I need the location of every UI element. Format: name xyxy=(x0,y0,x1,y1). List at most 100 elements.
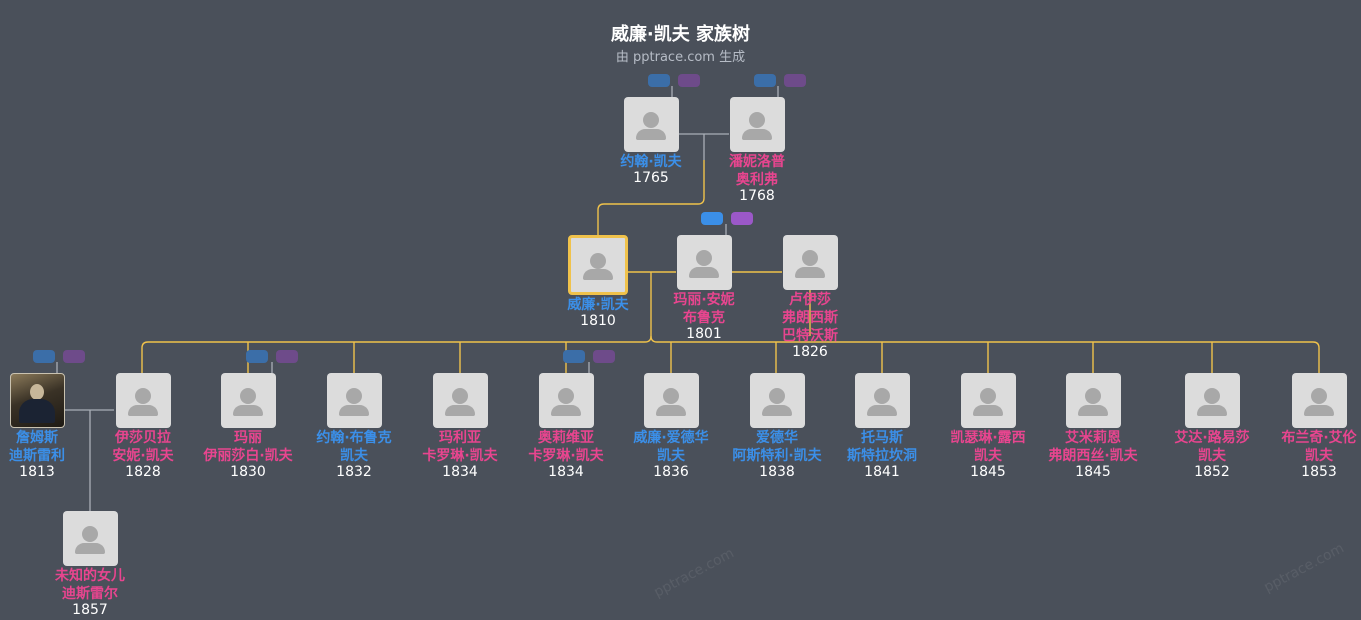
avatar-placeholder-icon[interactable] xyxy=(676,235,732,290)
person-name[interactable]: 奥利弗 xyxy=(736,172,778,188)
person-name[interactable]: 斯特拉坎洞 xyxy=(847,448,917,464)
avatar-placeholder-icon[interactable] xyxy=(623,97,679,152)
expand-mother-toggle[interactable] xyxy=(276,350,298,363)
page-title: 威廉·凯夫 家族树 xyxy=(610,24,751,45)
expand-father-toggle[interactable] xyxy=(648,74,670,87)
person-name[interactable]: 玛利亚 xyxy=(439,430,481,446)
person-name[interactable]: 托马斯 xyxy=(861,430,903,446)
person-name[interactable]: 艾米莉恩 xyxy=(1065,430,1121,446)
person-name[interactable]: 艾达·路易莎 xyxy=(1174,430,1250,446)
person-name[interactable]: 伊丽莎白·凯夫 xyxy=(203,448,293,464)
person-name[interactable]: 弗朗西丝·凯夫 xyxy=(1048,448,1138,464)
person-name[interactable]: 卡罗琳·凯夫 xyxy=(422,448,498,464)
avatar-placeholder-icon[interactable] xyxy=(220,373,276,428)
expand-mother-toggle[interactable] xyxy=(593,350,615,363)
person-name[interactable]: 玛丽·安妮 xyxy=(673,292,735,308)
person-name[interactable]: 阿斯特利·凯夫 xyxy=(732,448,822,464)
person-name[interactable]: 迪斯雷尔 xyxy=(62,586,118,602)
avatar-placeholder-icon[interactable] xyxy=(62,511,118,566)
avatar-placeholder-icon[interactable] xyxy=(115,373,171,428)
expand-father-toggle[interactable] xyxy=(246,350,268,363)
avatar-placeholder-icon[interactable] xyxy=(1291,373,1347,428)
expand-father-toggle[interactable] xyxy=(563,350,585,363)
person-name[interactable]: 凯瑟琳·露西 xyxy=(950,430,1026,446)
person-name[interactable]: 未知的女儿 xyxy=(55,568,125,584)
avatar-placeholder-icon[interactable] xyxy=(538,373,594,428)
birth-year: 1826 xyxy=(792,344,828,360)
birth-year: 1832 xyxy=(336,464,372,480)
expand-mother-toggle[interactable] xyxy=(63,350,85,363)
person-name[interactable]: 布鲁克 xyxy=(683,310,725,326)
person-name[interactable]: 卡罗琳·凯夫 xyxy=(528,448,604,464)
avatar-placeholder-icon[interactable] xyxy=(729,97,785,152)
avatar-placeholder-icon[interactable] xyxy=(643,373,699,428)
avatar-placeholder-icon[interactable] xyxy=(854,373,910,428)
person-name[interactable]: 凯夫 xyxy=(1305,448,1333,464)
expand-mother-toggle[interactable] xyxy=(678,74,700,87)
avatar-placeholder-icon[interactable] xyxy=(432,373,488,428)
person-name[interactable]: 弗朗西斯 xyxy=(782,310,838,326)
expand-father-toggle[interactable] xyxy=(701,212,723,225)
avatar-body xyxy=(233,404,263,416)
person-name[interactable]: 爱德华 xyxy=(756,430,798,446)
expand-mother-toggle[interactable] xyxy=(731,212,753,225)
avatar-placeholder-icon[interactable] xyxy=(1184,373,1240,428)
person-name[interactable]: 詹姆斯 xyxy=(16,430,58,446)
person-name[interactable]: 卢伊莎 xyxy=(789,292,831,308)
avatar-placeholder-icon[interactable] xyxy=(568,235,628,295)
avatar-placeholder-icon[interactable] xyxy=(960,373,1016,428)
person-name[interactable]: 潘妮洛普 xyxy=(729,154,785,170)
person-name[interactable]: 布兰奇·艾伦 xyxy=(1281,430,1357,446)
portrait-photo[interactable] xyxy=(9,373,65,428)
avatar-body xyxy=(636,128,666,140)
person-name[interactable]: 凯夫 xyxy=(657,448,685,464)
expand-father-toggle[interactable] xyxy=(33,350,55,363)
person-name[interactable]: 凯夫 xyxy=(1198,448,1226,464)
person-name[interactable]: 迪斯雷利 xyxy=(9,448,65,464)
avatar-head xyxy=(980,388,996,405)
avatar-placeholder-icon[interactable] xyxy=(326,373,382,428)
person-name[interactable]: 安妮·凯夫 xyxy=(112,448,174,464)
birth-year: 1841 xyxy=(864,464,900,480)
birth-year: 1857 xyxy=(72,602,108,618)
expand-mother-toggle[interactable] xyxy=(784,74,806,87)
person-name[interactable]: 巴特沃斯 xyxy=(782,328,838,344)
person-name[interactable]: 伊莎贝拉 xyxy=(115,430,171,446)
avatar-body xyxy=(75,542,105,554)
person-name[interactable]: 凯夫 xyxy=(974,448,1002,464)
person-name[interactable]: 约翰·布鲁克 xyxy=(316,430,392,446)
person-name[interactable]: 威廉·爱德华 xyxy=(633,430,709,446)
avatar-placeholder-icon[interactable] xyxy=(749,373,805,428)
avatar-head xyxy=(769,388,785,405)
person-name[interactable]: 凯夫 xyxy=(340,448,368,464)
avatar-head xyxy=(452,388,468,405)
person-name[interactable]: 奥莉维亚 xyxy=(538,430,594,446)
avatar-placeholder-icon[interactable] xyxy=(1065,373,1121,428)
person-name[interactable]: 玛丽 xyxy=(234,430,262,446)
person-name[interactable]: 约翰·凯夫 xyxy=(620,154,682,170)
birth-year: 1768 xyxy=(739,188,775,204)
expand-father-toggle[interactable] xyxy=(754,74,776,87)
avatar-placeholder-icon[interactable] xyxy=(782,235,838,290)
person-name[interactable]: 威廉·凯夫 xyxy=(567,297,629,313)
avatar-body xyxy=(19,399,55,424)
